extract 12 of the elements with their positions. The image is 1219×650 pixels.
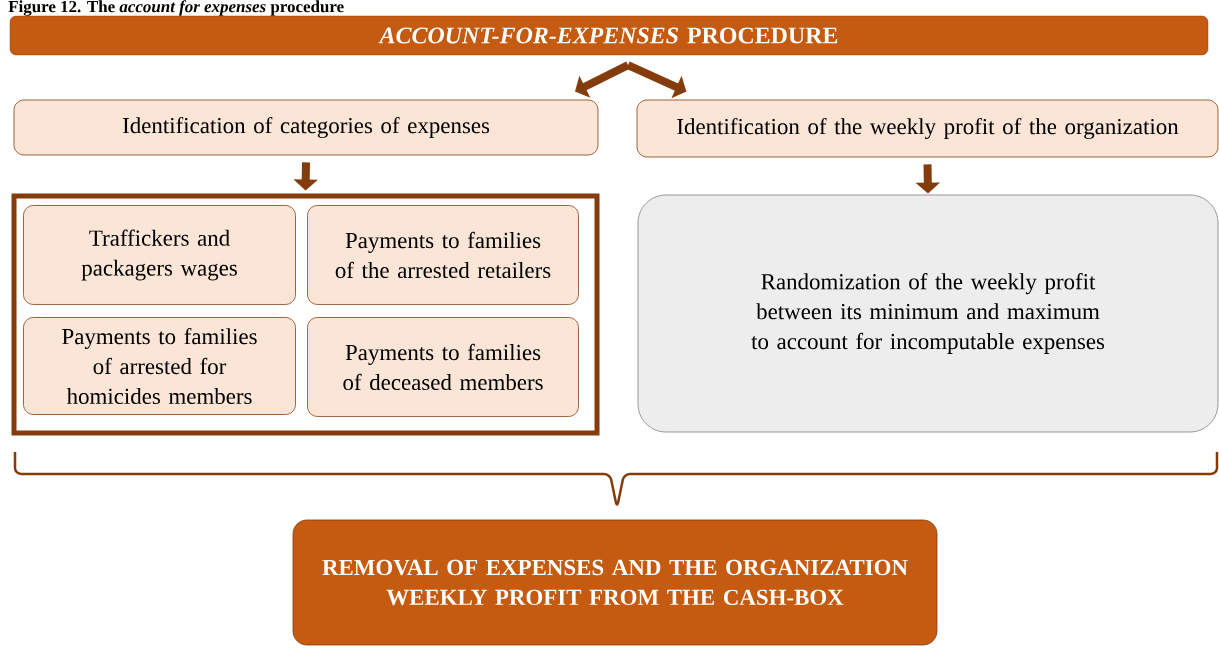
process-box: Randomization of the weekly profit between its minimum and maximum to account for incomputable expenses	[637, 194, 1219, 433]
arrow	[575, 61, 630, 98]
process-box: Payments to families of the arrested retailers	[307, 205, 579, 305]
figure-title: Figure 12. The account for expenses procedure	[8, 0, 344, 16]
process-box: Identification of the weekly profit of the organization	[636, 99, 1219, 158]
process-box: Traffickers and packagers wages	[23, 205, 296, 305]
group-frame	[11, 193, 600, 436]
banner-box: ACCOUNT-FOR-EXPENSES PROCEDURE	[9, 15, 1209, 56]
process-box: Payments to families of arrested for homicides members	[23, 317, 296, 415]
result-box: REMOVAL OF EXPENSES AND THE ORGANIZATION WEEKLY PROFIT FROM THE CASH-BOX	[292, 519, 938, 646]
process-box: Payments to families of deceased members	[307, 317, 579, 417]
process-box: Identification of categories of expenses	[13, 99, 599, 156]
